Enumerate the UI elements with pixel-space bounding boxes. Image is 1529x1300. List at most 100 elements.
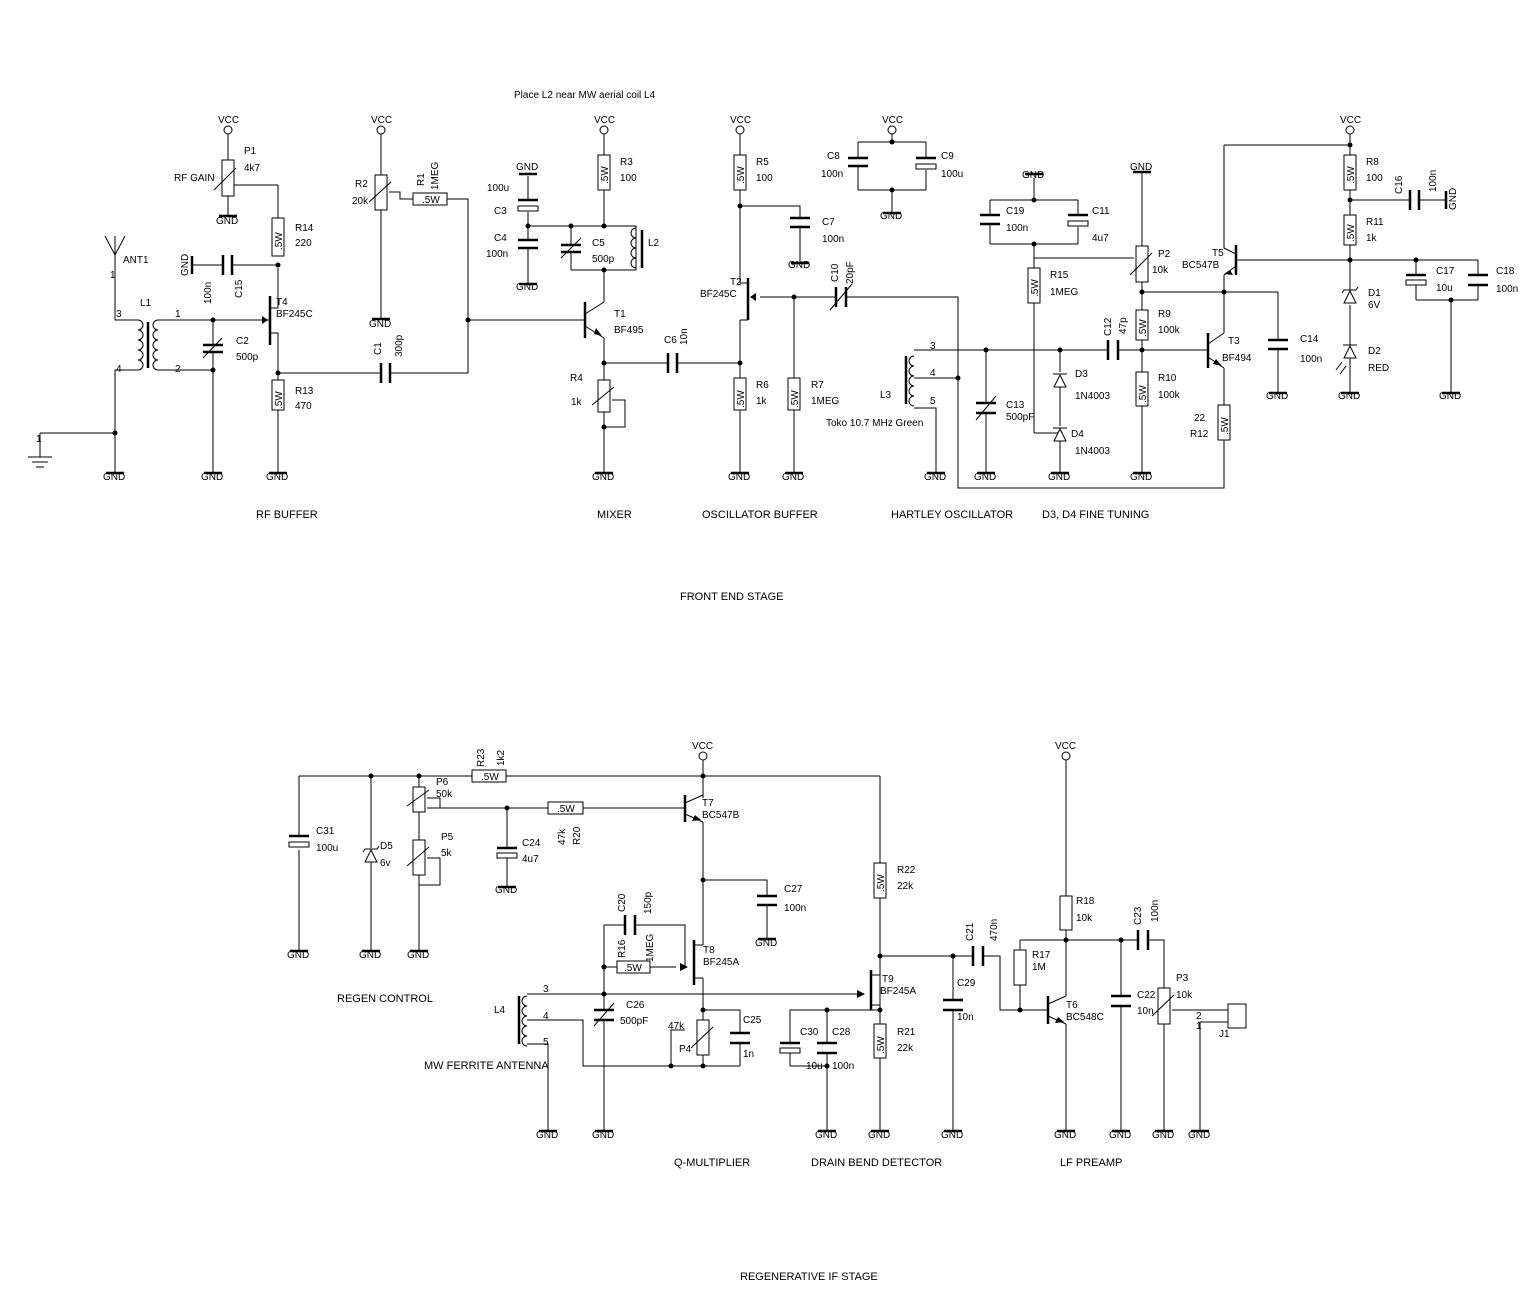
svg-text:.5W: .5W (736, 166, 747, 184)
svg-text:1N4003: 1N4003 (1075, 446, 1110, 457)
svg-text:3: 3 (116, 309, 122, 320)
svg-text:GND: GND (1188, 1130, 1210, 1141)
svg-text:P6: P6 (436, 777, 449, 788)
svg-text:2: 2 (175, 364, 181, 375)
svg-text:GND: GND (815, 1130, 837, 1141)
svg-text:.5W: .5W (1030, 279, 1041, 297)
svg-text:GND: GND (1054, 1130, 1076, 1141)
svg-text:GND: GND (1022, 170, 1044, 181)
svg-text:VCC: VCC (882, 115, 903, 126)
capacitor-c23: C23 100n (1133, 900, 1161, 950)
svg-text:500pF: 500pF (1006, 412, 1034, 423)
svg-text:10n: 10n (679, 328, 690, 345)
svg-text:GND: GND (941, 1130, 963, 1141)
svg-text:RED: RED (1368, 363, 1389, 374)
svg-text:100k: 100k (1158, 325, 1181, 336)
svg-text:1MEG: 1MEG (645, 933, 656, 962)
capacitor-c10: C10 20pF (829, 261, 856, 311)
svg-text:300p: 300p (394, 334, 405, 357)
svg-text:470: 470 (295, 401, 312, 412)
svg-text:C2: C2 (236, 336, 249, 347)
capacitor-c20: C20 150p (617, 891, 654, 935)
svg-text:GND: GND (1439, 391, 1461, 402)
svg-text:R2: R2 (355, 179, 368, 190)
vcc-6: VCC (1340, 115, 1361, 135)
svg-text:GND: GND (592, 472, 614, 483)
label-q-multiplier: Q-MULTIPLIER (674, 1157, 750, 1169)
svg-text:100: 100 (756, 173, 773, 184)
svg-text:L2: L2 (648, 238, 660, 249)
svg-text:GND: GND (180, 254, 191, 276)
vcc-4: VCC (730, 115, 751, 135)
svg-text:C17: C17 (1436, 266, 1455, 277)
resistor-r23: .5W R23 1k2 (471, 748, 507, 783)
svg-text:R1: R1 (416, 173, 427, 186)
svg-text:P4: P4 (679, 1044, 692, 1055)
svg-text:C22: C22 (1137, 990, 1156, 1001)
svg-text:100u: 100u (316, 843, 338, 854)
svg-text:10u: 10u (806, 1061, 823, 1072)
svg-text:BF245C: BF245C (276, 309, 313, 320)
svg-text:C7: C7 (822, 217, 835, 228)
svg-text:T1: T1 (614, 309, 626, 320)
svg-text:L1: L1 (140, 298, 152, 309)
svg-text:D1: D1 (1368, 288, 1381, 299)
svg-text:22k: 22k (897, 1043, 914, 1054)
svg-text:GND: GND (924, 472, 946, 483)
svg-text:VCC: VCC (371, 115, 392, 126)
vcc-1: VCC (218, 115, 239, 135)
svg-text:C5: C5 (592, 238, 605, 249)
svg-text:GND: GND (1338, 391, 1360, 402)
label-hartley: HARTLEY OSCILLATOR (891, 509, 1013, 521)
svg-text:R7: R7 (811, 380, 824, 391)
capacitor-c17: C17 10u (1405, 266, 1455, 294)
svg-text:5k: 5k (441, 848, 453, 859)
svg-text:.5W: .5W (1346, 224, 1357, 242)
svg-text:10k: 10k (1176, 990, 1193, 1001)
svg-text:1k2: 1k2 (496, 749, 507, 766)
svg-text:220: 220 (295, 238, 312, 249)
svg-text:.5W: .5W (876, 874, 887, 892)
svg-text:GND: GND (516, 162, 538, 173)
vcc-8: VCC (1055, 741, 1076, 761)
svg-text:470n: 470n (989, 919, 1000, 941)
svg-text:100n: 100n (1300, 354, 1322, 365)
svg-text:.5W: .5W (274, 232, 285, 250)
svg-text:C31: C31 (316, 826, 335, 837)
svg-text:C21: C21 (965, 922, 976, 941)
capacitor-c15: 100n C15 (203, 255, 245, 304)
svg-text:100n: 100n (203, 282, 214, 304)
svg-text:VCC: VCC (1055, 741, 1076, 752)
svg-text:GND: GND (495, 885, 517, 896)
svg-text:VCC: VCC (218, 115, 239, 126)
svg-text:BC547B: BC547B (1182, 260, 1220, 271)
svg-text:.5W: .5W (736, 390, 747, 408)
svg-text:10u: 10u (1436, 283, 1453, 294)
svg-text:1: 1 (175, 309, 181, 320)
svg-text:C1: C1 (373, 342, 384, 355)
inductor-l4: L4 345 (494, 984, 549, 1048)
svg-text:4u7: 4u7 (522, 854, 539, 865)
resistor-r16: .5W R16 1MEG (616, 933, 656, 974)
svg-text:C16: C16 (1394, 175, 1405, 194)
svg-text:22k: 22k (897, 881, 914, 892)
svg-text:GND: GND (536, 1130, 558, 1141)
